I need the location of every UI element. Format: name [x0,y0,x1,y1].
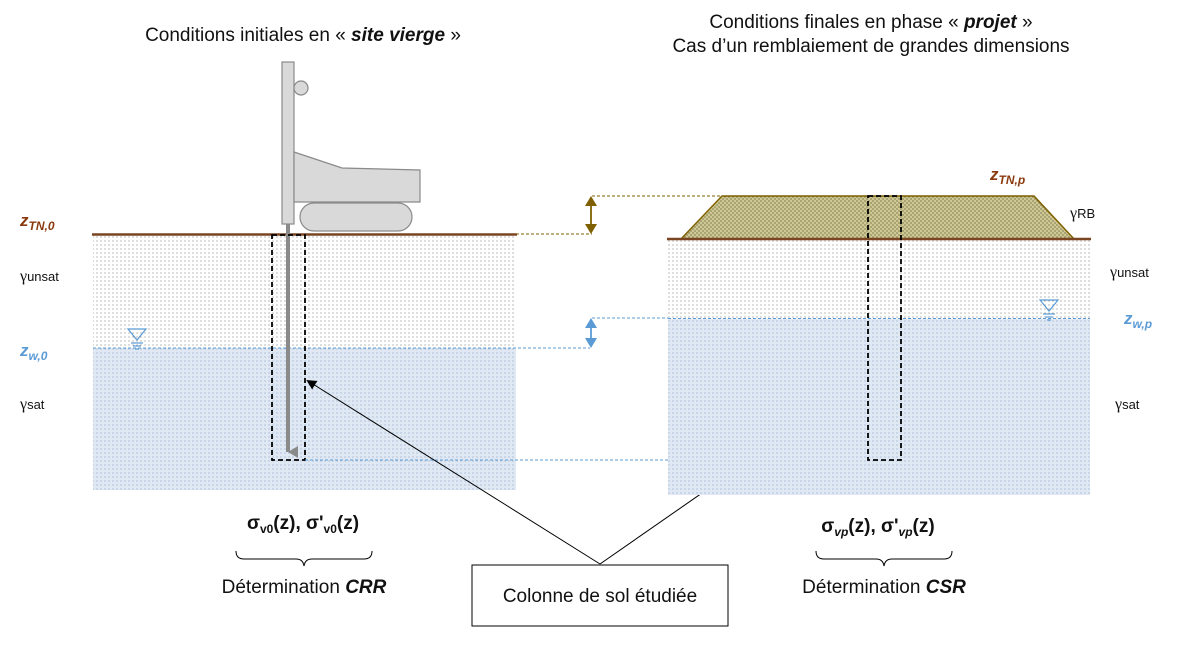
left-water-table-icon [126,328,148,350]
pointer-arrow-left [306,379,601,565]
right-sigma-label: σvp(z), σ'vp(z) [821,516,934,539]
right-panel: Conditions finales en phase « projet » C… [667,12,1152,598]
right-title-line1: Conditions finales en phase « projet » [709,12,1032,33]
left-determination: Détermination CRR [222,577,387,598]
drilling-rig-icon [281,61,421,232]
fill-height-arrow-icon [585,196,597,234]
fill-embankment [679,195,1076,240]
left-soil-column [271,234,306,461]
right-unsat-soil [668,239,1090,319]
right-brace [815,550,953,567]
studied-column-box [471,564,729,627]
right-water-table-icon [1038,299,1060,321]
left-sigma-label: σv0(z), σ'v0(z) [247,513,359,536]
water-change-arrow-icon [585,318,597,348]
left-panel: zTN,0 zw,0 γunsat γsat Conditions initia… [19,25,590,598]
right-sat-soil [668,319,1090,495]
left-title: Conditions initiales en « site vierge » [145,25,461,46]
right-z-tn-label: zTN,p [989,165,1025,187]
right-soil-column [867,195,902,461]
studied-column-label: Colonne de sol étudiée [503,586,697,607]
right-determination: Détermination CSR [802,577,966,598]
left-brace [235,550,373,567]
left-z-w-label: zw,0 [19,341,48,363]
right-gamma-rb: γRB [1069,205,1095,222]
right-gamma-sat: γsat [1114,396,1140,413]
left-z-tn-label: zTN,0 [19,211,55,233]
left-gamma-unsat: γunsat [19,268,59,285]
right-z-w-label: zw,p [1123,309,1152,331]
right-gamma-unsat: γunsat [1109,264,1149,281]
left-gamma-sat: γsat [19,396,45,413]
right-title-line2: Cas d’un remblaiement de grandes dimensi… [672,36,1069,57]
